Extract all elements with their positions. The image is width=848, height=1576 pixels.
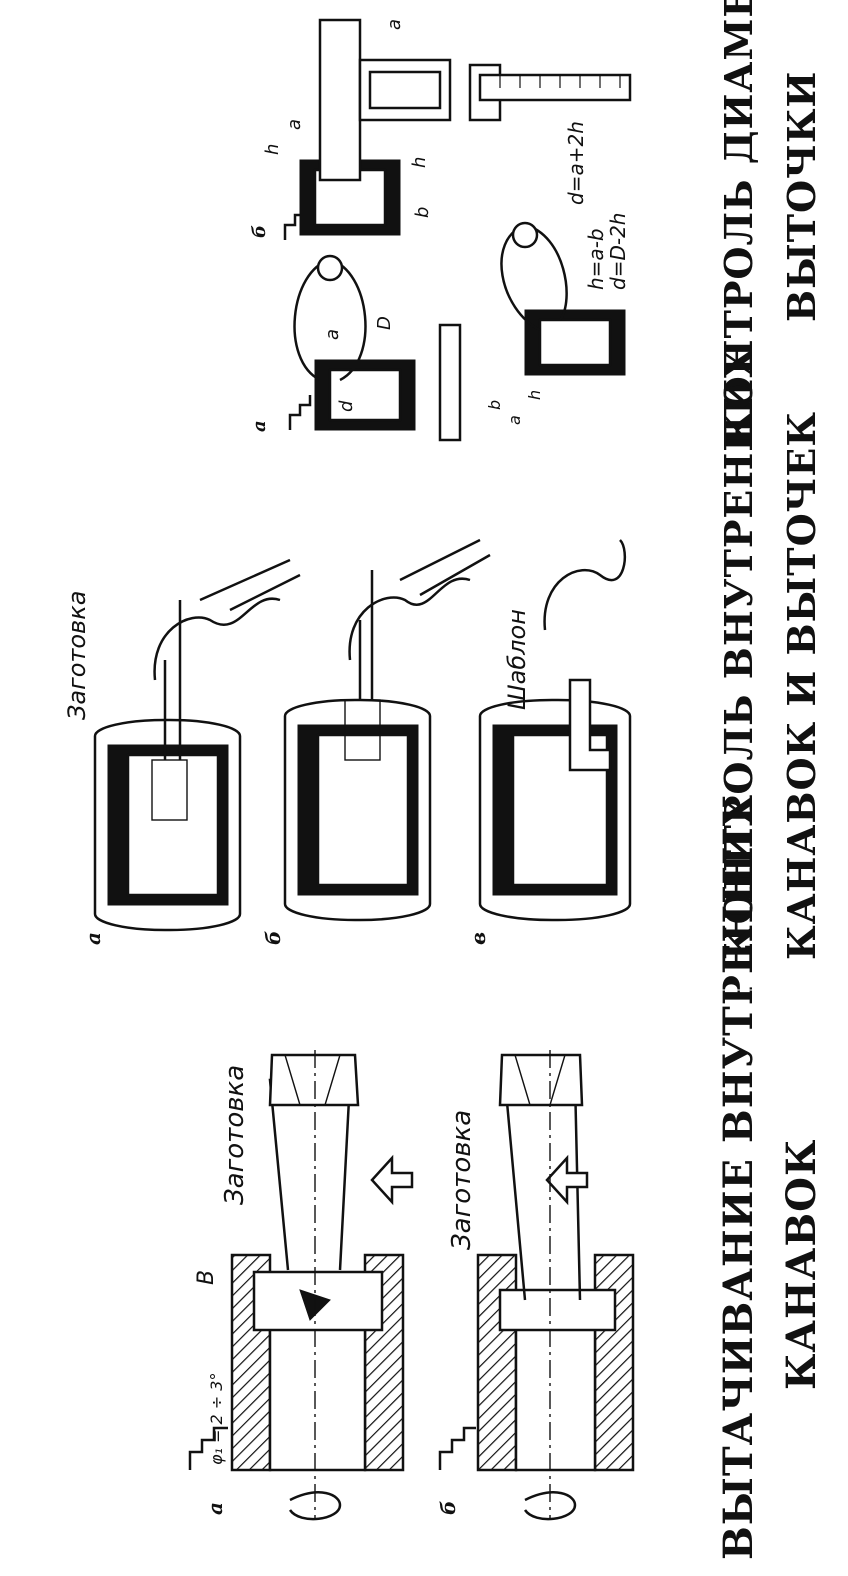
feed-arrow-icon <box>370 1154 414 1206</box>
heading-diameter-control-line1: КОНТРОЛЬ ДИАМЕТРА <box>716 0 761 445</box>
grooving-panel-b: б Заготовка <box>436 1050 635 1521</box>
formula-h: h=a-b <box>584 228 608 290</box>
heading-control-grooves-line1: КОНТРОЛЬ ВНУТРЕННИХ <box>716 347 761 960</box>
tool-holder-lines <box>284 1054 341 1106</box>
column-3-heading: КОНТРОЛЬ ДИАМЕТРА ВЫТОЧКИ <box>716 0 824 445</box>
gauge-stem <box>163 600 182 760</box>
heading-diameter-control-line2: ВЫТОЧКИ <box>779 71 824 322</box>
dim-label: b <box>485 400 504 410</box>
dim-label: h <box>262 144 283 155</box>
hand-drawing <box>543 539 627 631</box>
label-template: Шаблон <box>503 609 531 710</box>
feed-arrow-icon <box>545 1154 589 1206</box>
groove-finished <box>498 1288 617 1332</box>
workpiece-bore <box>514 1318 597 1472</box>
diameter-panel-a: а d a D b a h h=a-b d=D-2h <box>249 213 630 442</box>
dim-label: D <box>374 316 395 330</box>
chuck-jaw-icon <box>188 1426 228 1470</box>
workpiece-wall-top <box>476 1253 518 1472</box>
control-panel-a: а Заготовка <box>63 558 301 945</box>
hand-drawing <box>348 577 471 661</box>
panel-letter: б <box>436 1501 460 1515</box>
hand-drawing <box>153 597 281 681</box>
formula-d: d=D-2h <box>606 213 630 290</box>
dim-label: a <box>505 415 524 425</box>
arm-sleeve <box>399 538 491 597</box>
part-bore <box>538 318 612 367</box>
control-panel-v: в Шаблон <box>466 539 632 945</box>
tool-holder <box>498 1053 584 1107</box>
panel-letter: б <box>249 225 270 238</box>
gauge-stem <box>358 570 374 700</box>
rotation-arrow-icon <box>523 1491 577 1521</box>
arm-sleeve <box>199 558 301 612</box>
caliper-pivot <box>316 254 344 282</box>
template-gauge <box>568 678 612 772</box>
chuck-jaw-icon <box>288 395 312 430</box>
chuck-jaw-icon <box>438 1426 476 1470</box>
gauge-head <box>344 699 381 761</box>
tool-holder <box>268 1053 360 1107</box>
caliper-jaw <box>318 18 362 182</box>
column-1-heading: ВЫТАЧИВАНИЕ ВНУТРЕННИХ КАНАВОК <box>715 794 825 1560</box>
heading-control-grooves-line2: КАНАВОК И ВЫТОЧЕК <box>779 411 824 960</box>
label-workpiece: Заготовка <box>220 1065 250 1205</box>
dim-label: a <box>322 329 343 340</box>
diameter-panel-b: б a a h h b d=a+2h <box>249 18 632 240</box>
label-workpiece: Заготовка <box>447 1110 477 1250</box>
panel-letter: а <box>249 420 270 432</box>
part-bore <box>328 368 402 422</box>
column-2-heading: КОНТРОЛЬ ВНУТРЕННИХ КАНАВОК И ВЫТОЧЕК <box>716 347 824 960</box>
caliper-beam <box>478 73 632 102</box>
label-workpiece: Заготовка <box>63 591 91 720</box>
boring-tool-shank <box>268 1078 352 1271</box>
formula-d-b: d=a+2h <box>564 121 588 205</box>
panel-letter: б <box>261 931 285 945</box>
dim-label: a <box>384 19 405 30</box>
dim-label: h <box>409 157 430 168</box>
grooving-panel-a: а Заготовка B φ₁ = 2 ÷ 3° <box>188 1050 414 1521</box>
dim-label: a <box>284 119 305 130</box>
control-panel-b: б <box>261 538 491 945</box>
label-dim-b: B <box>194 1270 219 1285</box>
panel-letter: а <box>81 932 105 945</box>
dim-label: b <box>412 207 433 218</box>
tool-holder-lines <box>514 1054 566 1106</box>
vernier-scale <box>368 70 442 110</box>
ruler <box>438 323 462 442</box>
panel-letter: а <box>203 1502 227 1515</box>
cylinder-cavity <box>316 733 410 887</box>
workpiece-wall-bottom <box>593 1253 635 1472</box>
gauge-head <box>151 759 188 821</box>
dim-label: h <box>525 390 544 400</box>
caliper-pivot <box>511 221 539 249</box>
label-angle: φ₁ = 2 ÷ 3° <box>207 1373 226 1465</box>
cylinder-cavity <box>126 753 220 897</box>
rotation-arrow-icon <box>288 1491 342 1521</box>
dim-label: d <box>336 400 357 412</box>
heading-grooving-line1: ВЫТАЧИВАНИЕ ВНУТРЕННИХ <box>715 794 762 1560</box>
panel-letter: в <box>466 932 490 945</box>
heading-grooving-line2: КАНАВОК <box>778 1139 825 1390</box>
beam-ticks <box>499 75 621 88</box>
